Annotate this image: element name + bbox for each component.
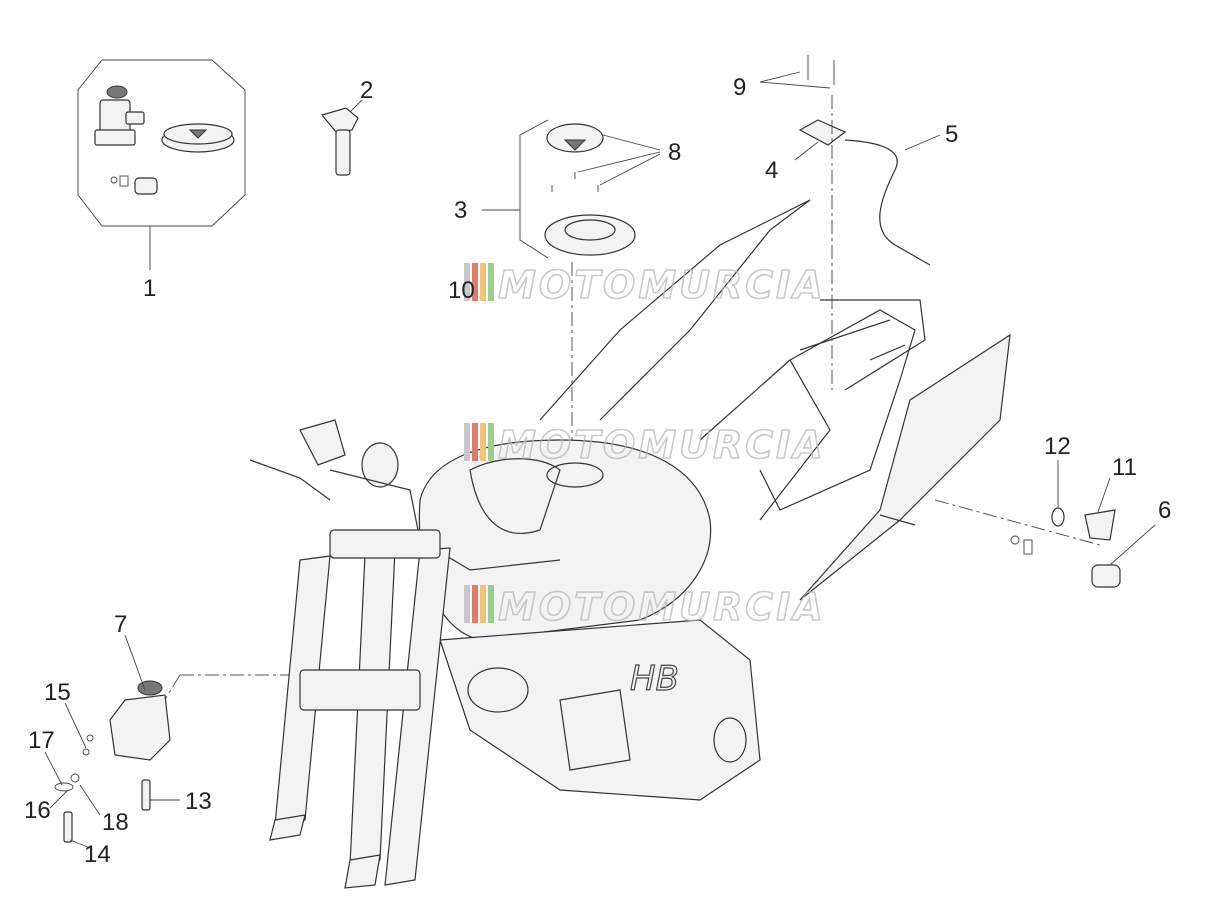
callout-15: 15 <box>44 679 71 706</box>
callout-16: 16 <box>24 797 51 824</box>
svg-text:MOTOMURCIA: MOTOMURCIA <box>498 585 826 629</box>
ignition-switch-part <box>94 85 145 146</box>
callout-6: 6 <box>1158 497 1171 524</box>
callout-18: 18 <box>102 809 129 836</box>
lock-barrel-part <box>110 175 158 195</box>
key-part <box>320 99 363 176</box>
callout-14: 14 <box>84 841 111 868</box>
callout-10: 10 <box>448 277 475 304</box>
callout-13: 13 <box>185 788 212 815</box>
callout-11: 11 <box>1112 454 1137 481</box>
callout-7: 7 <box>114 611 127 638</box>
fuel-cap-assembly-group <box>482 119 661 259</box>
callout-3: 3 <box>454 197 467 224</box>
svg-text:MOTOMURCIA: MOTOMURCIA <box>498 263 826 307</box>
callout-12: 12 <box>1044 433 1071 460</box>
release-cable-part <box>844 134 941 266</box>
callout-8: 8 <box>668 139 681 166</box>
svg-text:MOTOMURCIA: MOTOMURCIA <box>498 423 826 467</box>
fuel-cap-part <box>161 123 235 153</box>
lock-kit-group <box>77 59 246 270</box>
callout-17: 17 <box>28 727 55 754</box>
watermark-3: MOTOMURCIA <box>464 584 826 630</box>
callout-1: 1 <box>143 275 156 302</box>
svg-text:HB: HB <box>630 659 679 699</box>
watermark-1: MOTOMURCIA <box>464 262 826 308</box>
seat-lock-barrel-group <box>1010 460 1156 588</box>
callout-2: 2 <box>360 77 373 104</box>
callout-4: 4 <box>765 157 778 184</box>
watermark-2: MOTOMURCIA <box>464 422 826 468</box>
ignition-lock-part <box>44 634 180 849</box>
cap-ring-part <box>544 214 636 256</box>
callout-9: 9 <box>733 74 746 101</box>
seat-lock-bracket-part <box>759 55 847 161</box>
callout-5: 5 <box>945 121 958 148</box>
cap-lid-part <box>546 123 604 153</box>
grip-part <box>299 419 346 466</box>
